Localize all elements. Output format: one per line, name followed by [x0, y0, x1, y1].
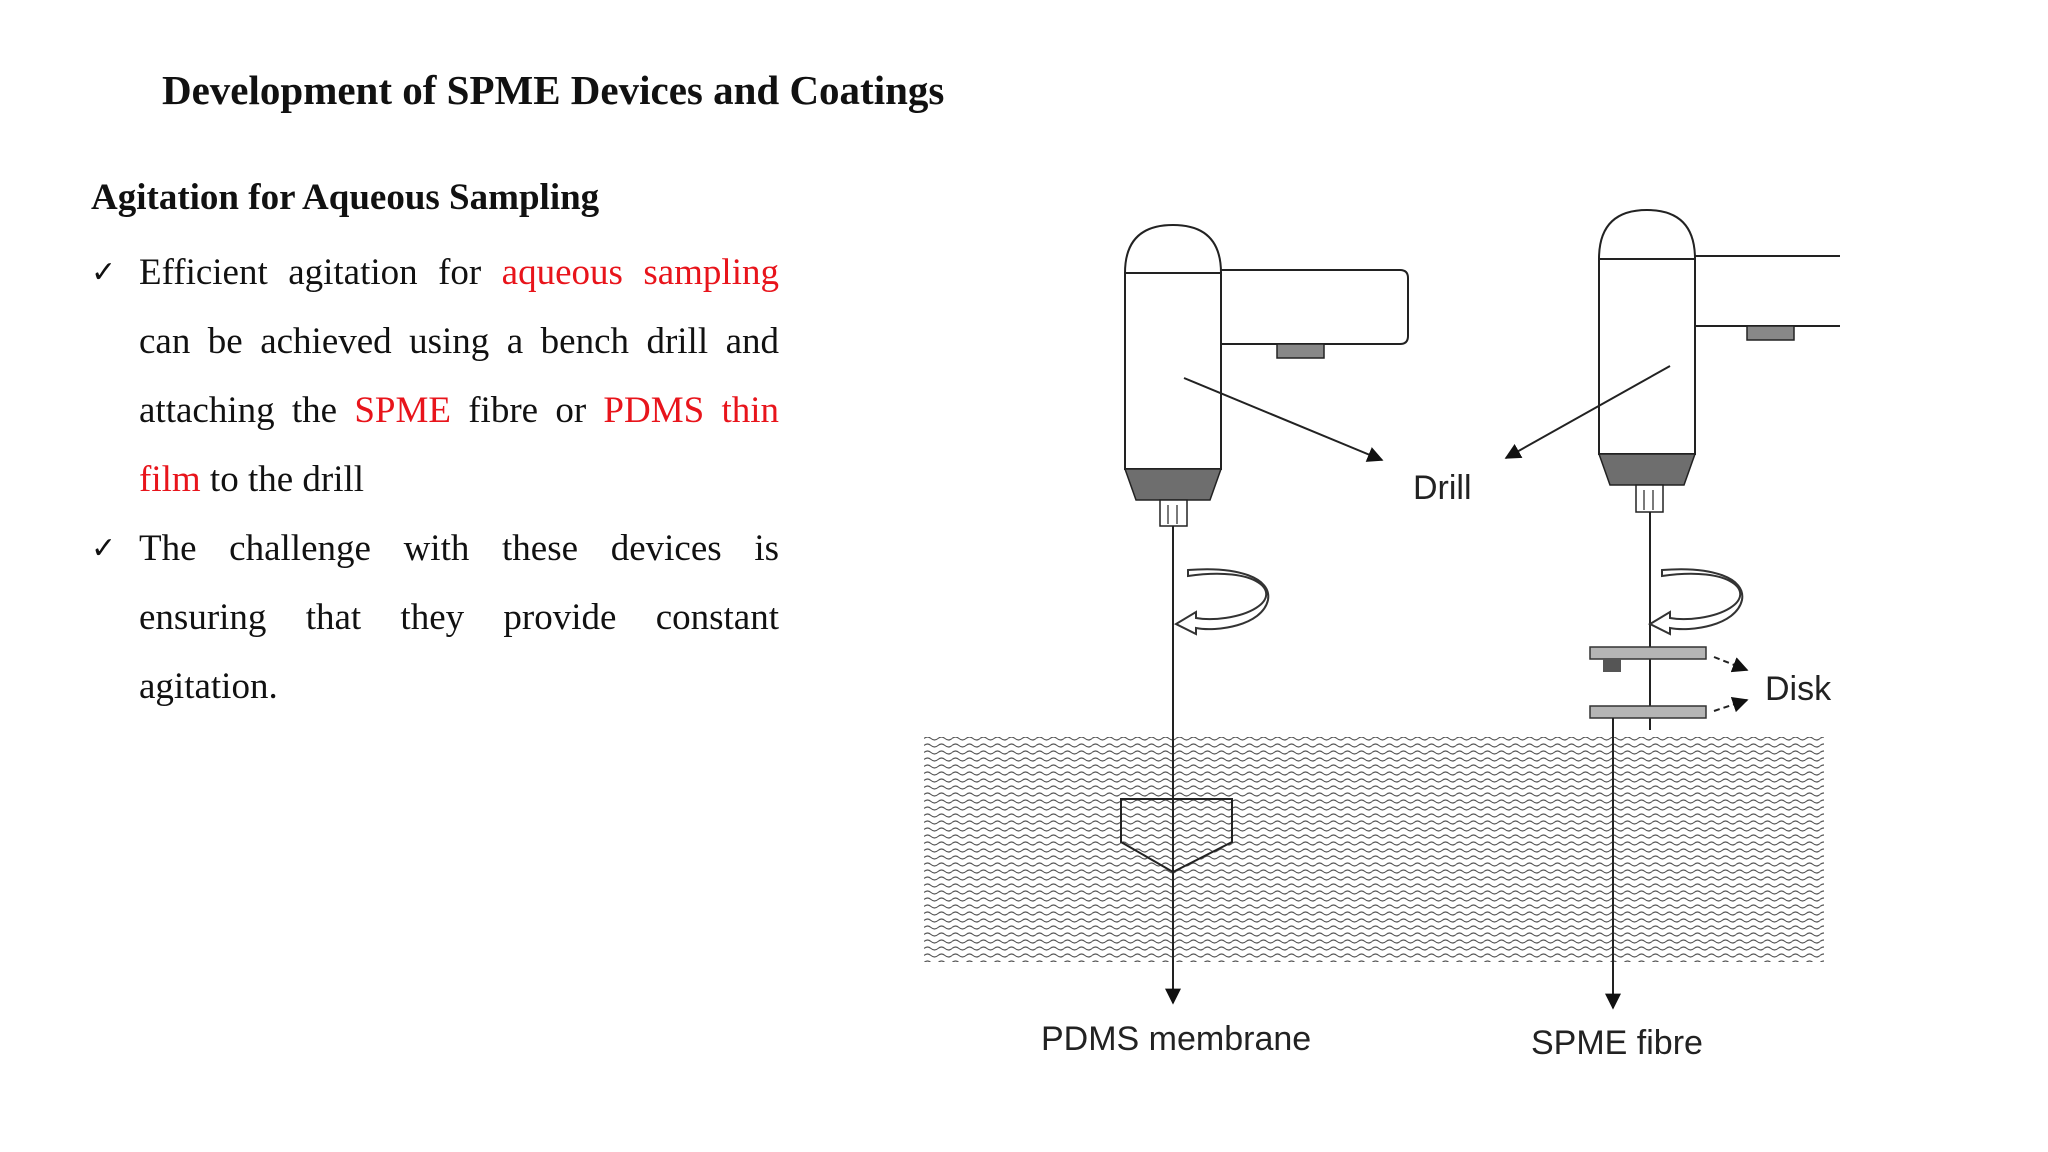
highlighted-term: PDMS thin film — [139, 390, 780, 500]
right-drill — [1597, 208, 1840, 513]
bullet-text-segment: fibre or — [450, 390, 604, 431]
drill-pointer-arrow — [1504, 365, 1671, 459]
bullet-list: ✓ Efficient agitation for aqueous sampli… — [91, 238, 779, 721]
pdms-membrane-label: PDMS membrane — [1041, 1020, 1311, 1058]
section-subtitle: Agitation for Aqueous Sampling — [91, 177, 600, 218]
bullet-text: Efficient agitation for aqueous sampling… — [139, 252, 779, 500]
check-mark-icon: ✓ — [91, 255, 117, 290]
upper-disk — [1589, 646, 1707, 660]
bullet-text: The challenge with these devices is ensu… — [139, 528, 779, 707]
bullet-text-segment: can be achieved using a bench drill and … — [139, 321, 779, 431]
highlighted-term: aqueous sampling — [501, 252, 779, 293]
check-mark-icon: ✓ — [91, 531, 117, 566]
water-body — [924, 737, 1824, 962]
bullet-item: ✓ The challenge with these devices is en… — [91, 514, 779, 721]
disk-pointer-arrow — [1713, 656, 1749, 673]
drill-agitation-diagram: Drill Disk PDMS membrane SPME fibre — [924, 208, 1840, 1062]
bullet-text-segment: to the drill — [200, 459, 365, 500]
rotation-arrow-icon — [1173, 568, 1270, 636]
disk-pointer-arrow — [1713, 696, 1749, 713]
drill-pointer-arrow — [1183, 377, 1384, 462]
highlighted-term: SPME — [354, 390, 451, 431]
disk-connector — [1603, 659, 1621, 672]
rotation-arrow-icon — [1647, 568, 1744, 636]
drill-label: Drill — [1413, 469, 1472, 507]
slide-title: Development of SPME Devices and Coatings — [162, 67, 945, 113]
pdms-membrane — [1120, 798, 1233, 874]
left-drill — [1123, 223, 1409, 527]
lower-disk — [1589, 705, 1707, 719]
spme-fibre-label: SPME fibre — [1531, 1024, 1703, 1062]
disk-label: Disk — [1765, 670, 1832, 708]
bullet-item: ✓ Efficient agitation for aqueous sampli… — [91, 238, 779, 514]
bullet-text-segment: Efficient agitation for — [139, 252, 502, 293]
